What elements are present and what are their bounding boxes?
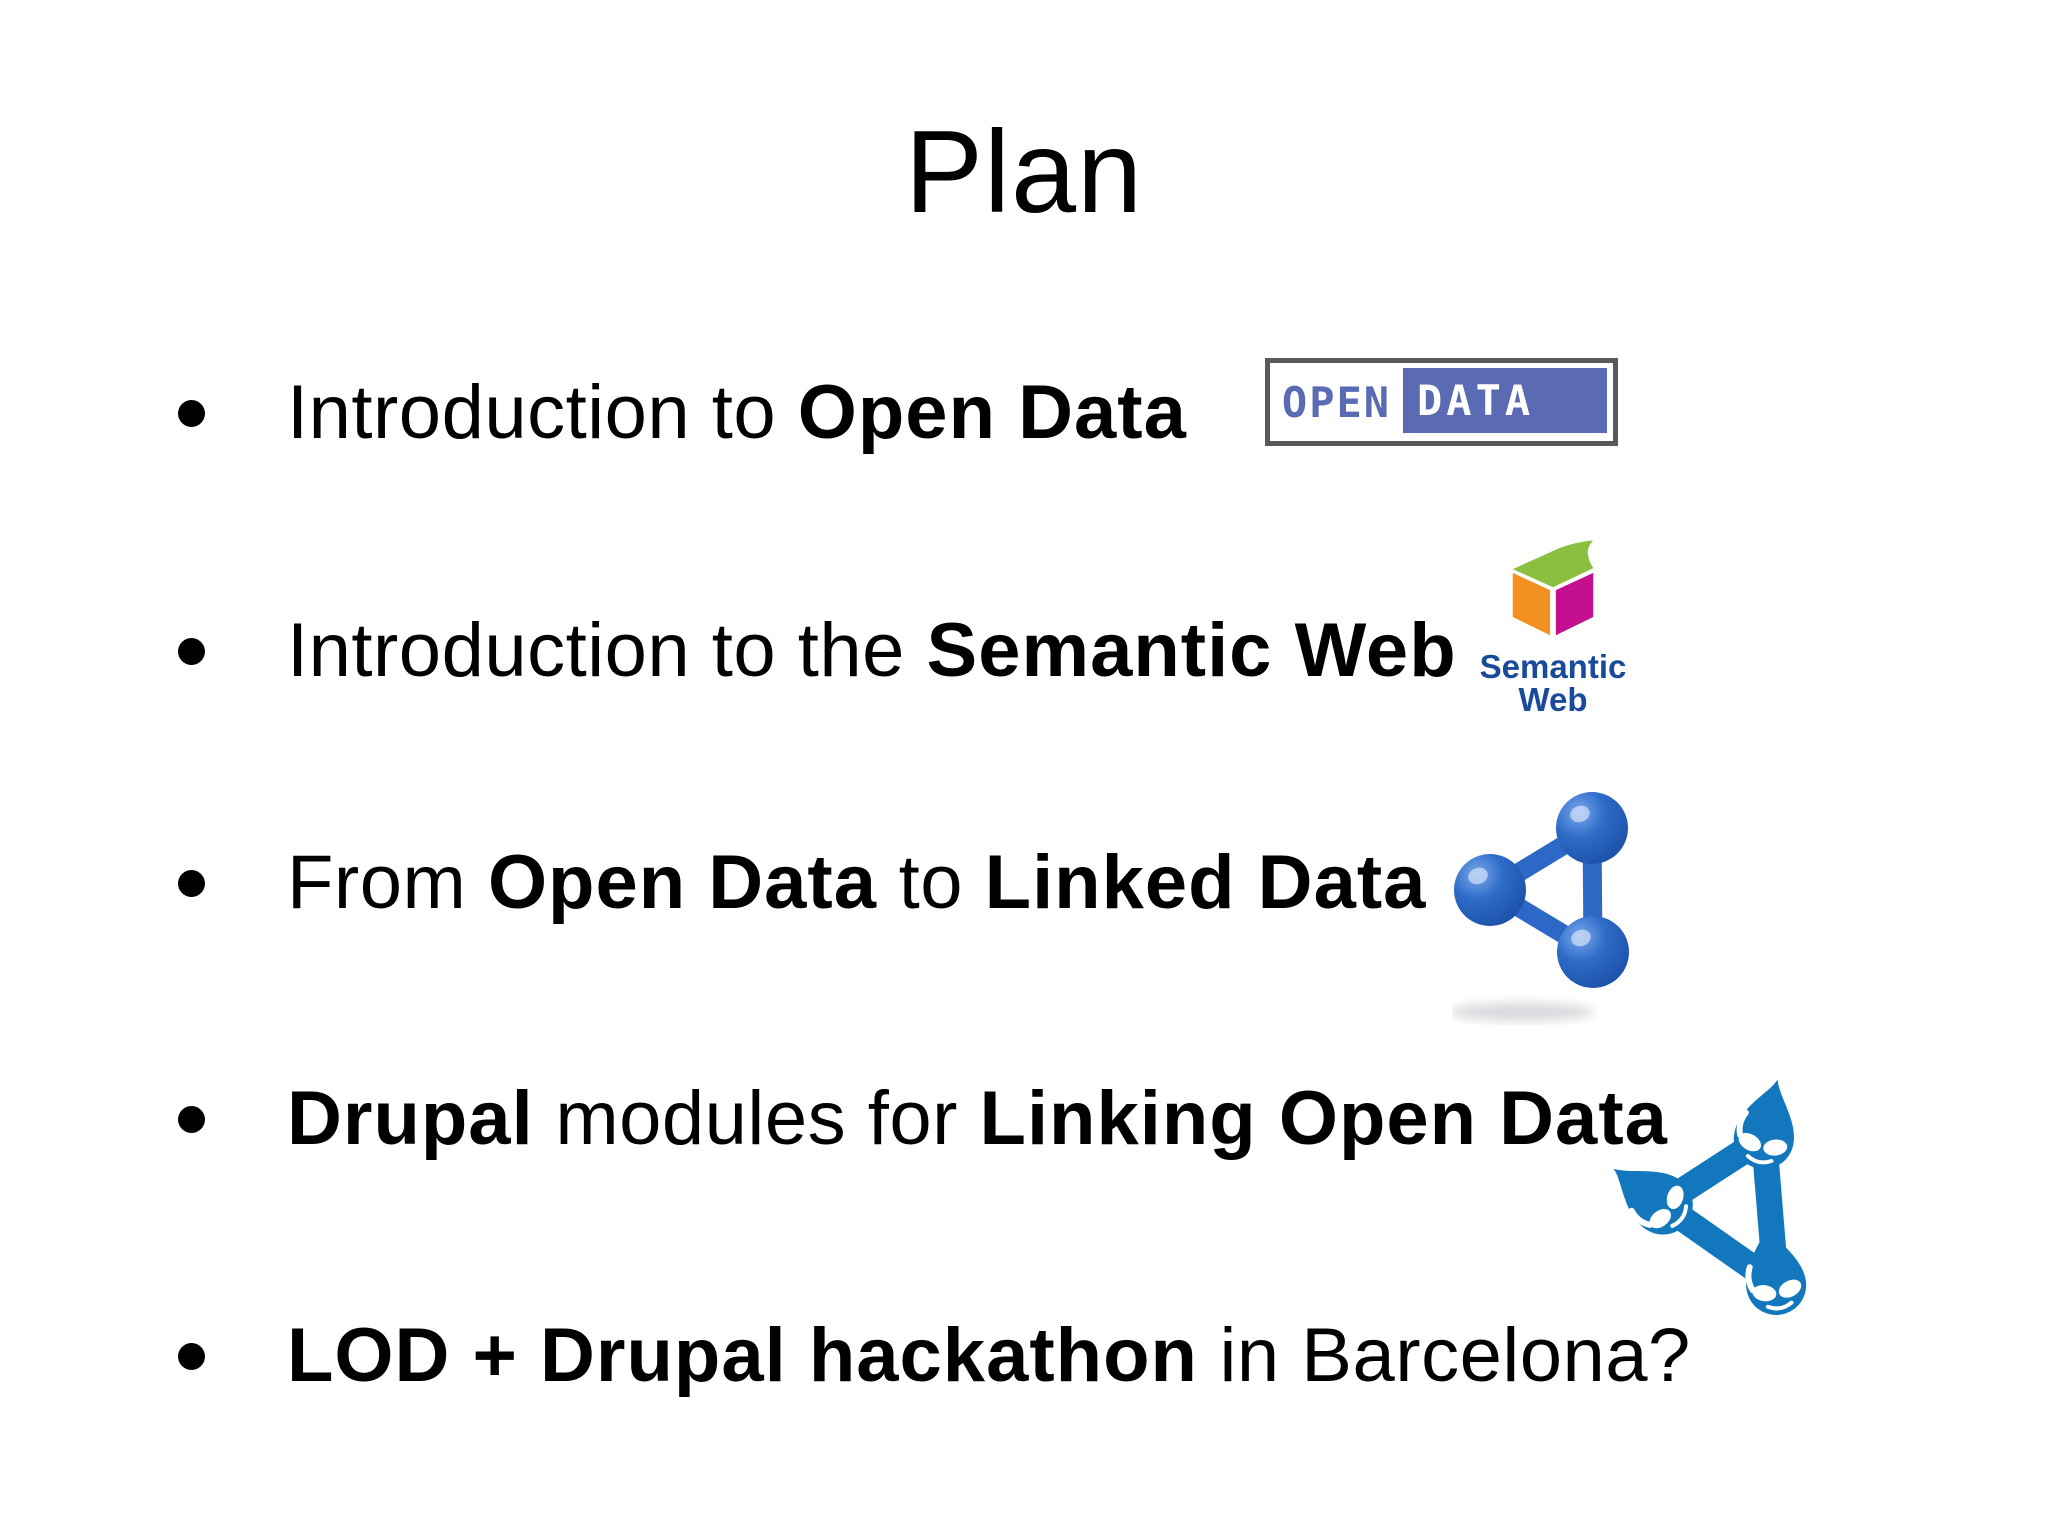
bullet-dot	[178, 400, 205, 427]
open-data-logo-open-text: OPEN	[1281, 377, 1392, 427]
cube-top-face	[1512, 540, 1594, 588]
bullet-dot	[178, 870, 205, 897]
cube-left-face	[1512, 572, 1551, 636]
bullet-dot	[178, 1343, 205, 1370]
bullet-text: From Open Data to Linked Data	[287, 840, 1427, 925]
bullet-item-semantic-web: Introduction to the Semantic Web	[178, 608, 1457, 693]
bullet-text: Introduction to the Semantic Web	[287, 608, 1457, 693]
drupal-linked-data-icon	[1612, 1066, 1827, 1318]
drupal-droplet-bottom	[1736, 1220, 1811, 1318]
bullet-dot	[178, 1106, 205, 1133]
bullet-item-linked-data: From Open Data to Linked Data	[178, 840, 1427, 925]
linked-data-icon	[1452, 792, 1629, 1021]
molecule-spheres	[1454, 792, 1629, 988]
open-data-logo: OPEN DATA	[1265, 358, 1618, 446]
bullet-item-open-data: Introduction to Open Data	[178, 370, 1187, 455]
bullet-dot	[178, 638, 205, 665]
cube-right-face	[1555, 572, 1594, 636]
open-data-logo-blue-block: DATA	[1403, 368, 1607, 433]
bullet-text: LOD + Drupal hackathon in Barcelona?	[287, 1313, 1691, 1398]
bullet-item-hackathon: LOD + Drupal hackathon in Barcelona?	[178, 1313, 1691, 1398]
molecule-shadow	[1452, 1003, 1594, 1021]
semantic-web-cube-icon	[1512, 540, 1594, 636]
semantic-web-logo-text: Semantic Web	[1479, 648, 1627, 718]
open-data-logo-data-text: DATA	[1417, 376, 1535, 425]
bullet-item-drupal-modules: Drupal modules for Linking Open Data	[178, 1076, 1668, 1161]
page-title: Plan	[904, 106, 1144, 237]
bullet-text: Drupal modules for Linking Open Data	[287, 1076, 1668, 1161]
bullet-text: Introduction to Open Data	[287, 370, 1187, 455]
semantic-web-logo: Semantic Web	[1478, 540, 1628, 728]
